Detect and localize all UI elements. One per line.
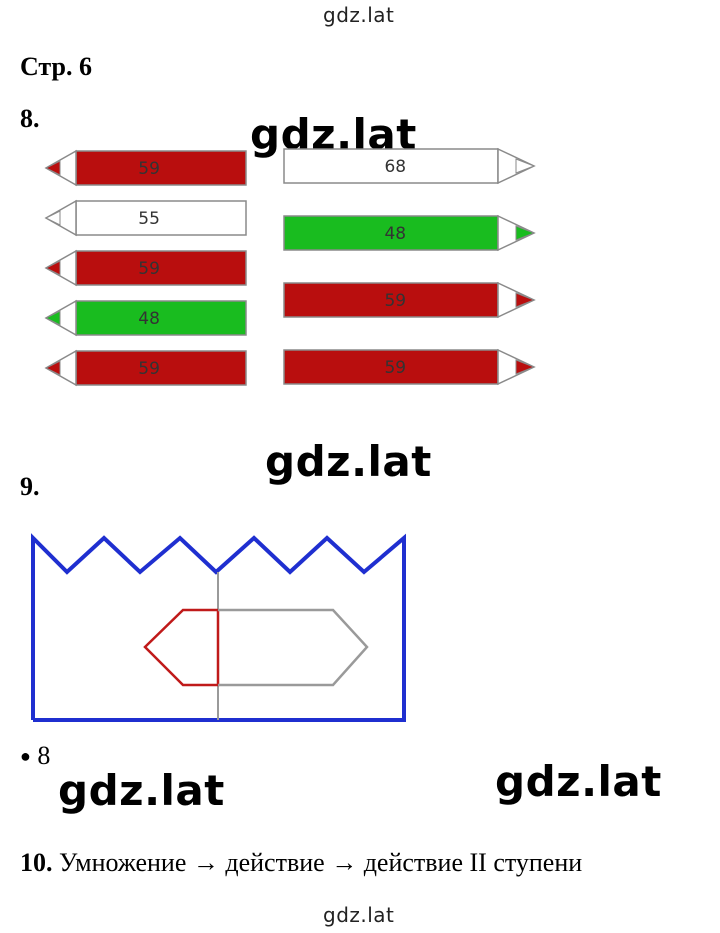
task-8-number: 8. bbox=[20, 104, 40, 133]
pencil-label: 55 bbox=[138, 209, 160, 229]
pencil-label: 48 bbox=[384, 224, 406, 244]
left-pencil-3: 59 bbox=[44, 249, 247, 287]
crown-figure bbox=[31, 533, 406, 722]
crown-frame bbox=[31, 533, 406, 722]
task-9-answer: ● 8 bbox=[20, 741, 50, 771]
task-10: 10. Умножение → действие → действие II с… bbox=[20, 848, 582, 878]
left-pencil-1: 59 bbox=[44, 149, 247, 187]
task-10-text: Умножение → действие → действие II ступе… bbox=[59, 848, 583, 877]
grey-half-figure bbox=[218, 608, 369, 687]
pencil-label: 68 bbox=[384, 157, 406, 177]
bullet-icon: ● bbox=[20, 746, 31, 766]
task-9-number: 9. bbox=[20, 472, 40, 501]
task-9-answer-value: 8 bbox=[37, 741, 51, 770]
left-pencil-5: 59 bbox=[44, 349, 247, 387]
watermark-top: gdz.lat bbox=[323, 3, 395, 27]
watermark-3: gdz.lat bbox=[58, 766, 225, 815]
red-half-figure bbox=[143, 608, 220, 687]
watermark-2: gdz.lat bbox=[265, 437, 432, 486]
watermark-bottom: gdz.lat bbox=[323, 903, 395, 927]
pencils-figure: 59 55 59 48 59 68 48 59 59 bbox=[44, 147, 536, 387]
pencil-label: 59 bbox=[138, 159, 160, 179]
right-pencil-3: 59 bbox=[283, 281, 536, 319]
right-pencil-2: 48 bbox=[283, 214, 536, 252]
right-pencil-4: 59 bbox=[283, 348, 536, 386]
pencil-label: 59 bbox=[138, 359, 160, 379]
pencil-label: 59 bbox=[138, 259, 160, 279]
page-title: Стр. 6 bbox=[20, 52, 92, 81]
watermark-4: gdz.lat bbox=[495, 757, 662, 806]
pencil-label: 48 bbox=[138, 309, 160, 329]
pencil-label: 59 bbox=[384, 291, 406, 311]
right-pencil-1: 68 bbox=[283, 147, 536, 185]
task-10-number: 10. bbox=[20, 848, 53, 877]
left-pencil-2: 55 bbox=[44, 199, 247, 237]
left-pencil-4: 48 bbox=[44, 299, 247, 337]
pencil-label: 59 bbox=[384, 358, 406, 378]
